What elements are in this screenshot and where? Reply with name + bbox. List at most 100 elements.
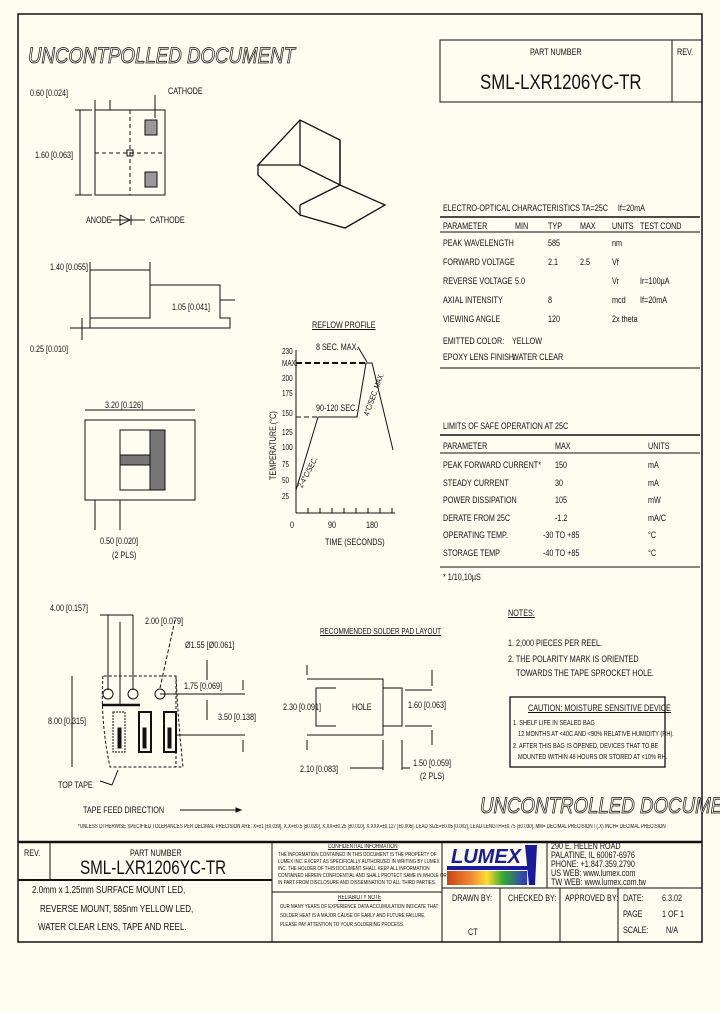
limits-title: LIMITS OF SAFE OPERATION AT 25C [443, 421, 569, 431]
drawn-by: CT [468, 927, 478, 937]
limits-cell: mA [648, 477, 659, 488]
rev-label: REV. [677, 47, 694, 57]
eo-cell: FORWARD VOLTAGE [443, 257, 515, 267]
eo-cell: Ir=100µA [640, 276, 670, 286]
note-item: 1. 2,000 PIECES PER REEL. [508, 638, 603, 648]
dim-top-length: 1.60 [0.063] [35, 150, 74, 160]
side-view-drawing [70, 262, 235, 340]
limits-cell: -30 TO +85 [543, 530, 580, 540]
confidential-line: THE INFORMATION CONTAINED IN THIS DOCUME… [278, 852, 437, 858]
dim-front-pad: 0.50 [0.020] [100, 536, 139, 546]
limits-header-cell: PARAMETER [443, 441, 488, 451]
page-value: 1 OF 1 [662, 909, 685, 919]
eo-cell: Vf [612, 257, 619, 267]
lumex-logo: LUMEX [445, 843, 545, 887]
dim-front-pad-note: (2 PLS) [112, 550, 137, 560]
eo-header-cell: PARAMETER [443, 221, 488, 231]
tb-description-line: WATER CLEAR LENS, TAPE AND REEL. [38, 922, 187, 933]
dim-tape-center: 3.50 [0.138] [218, 712, 257, 722]
reflow-y-tick: 50 [282, 476, 290, 485]
eo-cell: REVERSE VOLTAGE [443, 276, 513, 286]
tb-rev-label: REV. [24, 848, 41, 858]
dim-front-length: 3.20 [0.126] [105, 400, 144, 410]
eo-cell: VIEWING ANGLE [443, 314, 501, 324]
reflow-soak-annotation: 90-120 SEC. [316, 403, 358, 413]
limits-cell: DERATE FROM 25C [443, 512, 511, 523]
limits-cell: -1.2 [555, 512, 568, 523]
reflow-y-tick: 175 [282, 389, 293, 398]
tb-part-number-label: PART NUMBER [130, 848, 182, 858]
tape-feed-direction: TAPE FEED DIRECTION [83, 805, 165, 815]
reliability-line: SOLDER HEAT IS A MAJOR CAUSE OF EARLY AN… [280, 913, 426, 919]
reliability-line: PLEASE PAY ATTENTION TO YOUR SOLDERING P… [280, 922, 405, 928]
limits-cell: -40 TO +85 [543, 547, 580, 558]
carrier-tape-drawing [71, 614, 245, 813]
hole-label: HOLE [352, 702, 372, 712]
confidential-line: INC. THE HOLDER OF THIS DOCUMENT SHALL K… [278, 866, 430, 872]
dim-tape-half-pitch: 2.00 [0.079] [145, 616, 184, 626]
eo-title-cond: If=20mA [617, 203, 645, 213]
limits-cell: mW [648, 495, 661, 505]
title-block-lines [18, 840, 702, 942]
dim-side-height: 1.40 [0.055] [50, 262, 89, 272]
eo-cell: If=20mA [640, 295, 668, 305]
reflow-peak-annotation: 8 SEC. MAX. [316, 342, 359, 352]
limits-cell: mA/C [648, 512, 666, 523]
address-line: PALATINE, IL 60067-6976 [551, 850, 635, 860]
reflow-y-tick: 230 [282, 347, 293, 356]
note-item: TOWARDS THE TAPE SPROCKET HOLE. [516, 668, 654, 678]
address-line: US WEB: www.lumex.com [551, 868, 636, 878]
eo-header-cell: TEST COND [640, 221, 682, 231]
emitted-color: YELLOW [512, 336, 543, 346]
date-label: DATE: [623, 893, 644, 903]
eo-cell: AXIAL INTENSITY [443, 295, 503, 305]
scale-value: N/A [666, 925, 679, 935]
reflow-x-tick: 90 [328, 520, 337, 530]
reflow-x-label: TIME (SECONDS) [325, 537, 385, 547]
address-line: TW WEB: www.lumex.com.tw [551, 877, 646, 887]
limits-cell: °C [648, 547, 657, 558]
eo-cell: 2x theta [612, 314, 638, 324]
caution-title: CAUTION: MOISTURE SENSITIVE DEVICE [528, 703, 671, 713]
solder-pad-title: RECOMMENDED SOLDER PAD LAYOUT [320, 627, 442, 636]
limits-footnote: * 1/10,10µS [443, 572, 481, 582]
caution-box [509, 696, 666, 768]
rev-box [671, 39, 703, 103]
limits-cell: mA [648, 460, 659, 470]
confidential-line: IN PART FROM DISCLOSURE AND DISSEMINATIO… [278, 880, 437, 886]
limits-cell: PEAK FORWARD CURRENT* [443, 460, 542, 470]
dim-top-width: 0.60 [0.024] [30, 88, 69, 98]
eo-cell: 2.1 [548, 257, 559, 267]
reflow-y-label: TEMPERATURE (°C) [268, 411, 278, 480]
logo-text: LUMEX [451, 846, 523, 868]
dim-pad-width-note: (2 PLS) [420, 771, 445, 781]
limits-header-cell: UNITS [648, 441, 670, 451]
dim-side-lead: 1.05 [0.041] [172, 302, 211, 312]
confidential-title: CONFIDENTIAL INFORMATION [328, 844, 398, 850]
eo-cell: Vr [612, 276, 619, 286]
isometric-view-drawing [256, 119, 387, 229]
eo-title: ELECTRO-OPTICAL CHARACTERISTICS TA=25C I… [443, 203, 645, 213]
dim-tape-pitch: 4.00 [0.157] [50, 603, 89, 613]
notes-title: NOTES: [508, 608, 535, 618]
eo-cell: 120 [548, 314, 561, 324]
limits-cell: °C [648, 530, 657, 540]
approved-by-label: APPROVED BY: [565, 893, 619, 903]
reflow-y-tick: 150 [282, 409, 293, 418]
limits-cell: STEADY CURRENT [443, 477, 509, 488]
cathode-label: CATHODE [168, 86, 203, 96]
eo-header-cell: TYP [548, 221, 563, 231]
limits-cell: 30 [555, 477, 564, 488]
part-number: SML-LXR1206YC-TR [480, 71, 642, 94]
dim-side-thickness: 0.25 [0.010] [30, 344, 69, 354]
reliability-line: OUR MANY YEARS OF EXPERIENCE DATA ACCUMU… [280, 904, 439, 910]
reflow-title: REFLOW PROFILE [312, 320, 376, 330]
eo-cell: PEAK WAVELENGTH [443, 238, 514, 248]
eo-cell: 2.5 [580, 257, 591, 267]
top-tape-label: TOP TAPE [58, 780, 93, 790]
scale-label: SCALE: [623, 925, 649, 935]
eo-header-cell: MAX [580, 221, 596, 231]
top-view-drawing [75, 95, 166, 226]
epoxy-finish: WATER CLEAR [512, 352, 564, 362]
checked-by-label: CHECKED BY: [508, 893, 557, 903]
